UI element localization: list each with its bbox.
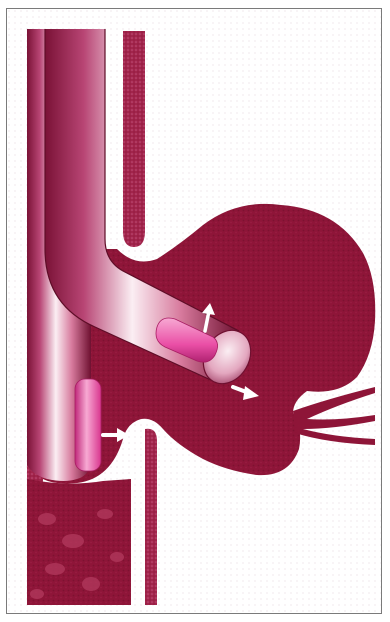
- medical-illustration: [7, 9, 382, 614]
- right-vessel-wall-lower: [145, 429, 157, 605]
- catheter-balloon-lower: [75, 379, 101, 471]
- figure-frame: [6, 8, 382, 614]
- right-vessel-wall-upper: [123, 31, 145, 247]
